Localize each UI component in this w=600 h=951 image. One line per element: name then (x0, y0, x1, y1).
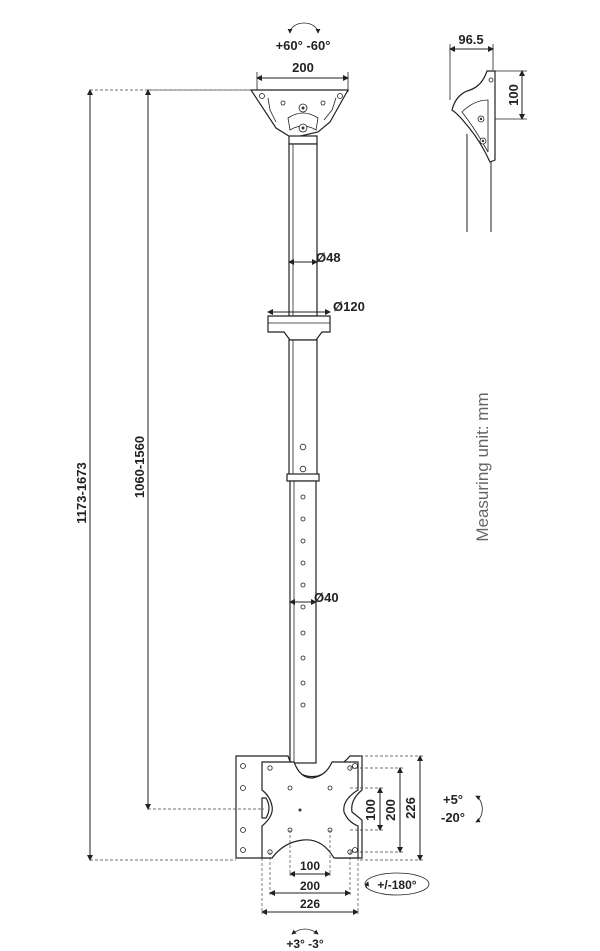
collar-diameter-label: Ø120 (333, 299, 365, 314)
swivel-indicator: +/-180° (364, 872, 430, 896)
lower-tube-diameter-label: Ø40 (314, 590, 339, 605)
tilt-indicator: +5° -20° (441, 792, 483, 825)
side-width-label: 96.5 (458, 32, 483, 47)
vesa-height-dimensions: 100 200 226 (350, 755, 424, 861)
ceiling-rotation-indicator: +60° -60° (276, 22, 331, 53)
tilt-down-label: -20° (441, 810, 465, 825)
vesa-width-dimensions: 100 200 226 (261, 830, 359, 915)
vesa-width-100-label: 100 (300, 859, 320, 873)
measuring-unit-label: Measuring unit: mm (473, 392, 492, 541)
lower-tube: Ø40 (289, 480, 339, 764)
level-label: +3° -3° (286, 937, 323, 951)
side-view: 96.5 100 (449, 32, 527, 232)
vesa-height-200-label: 200 (383, 799, 398, 821)
lower-tube-holes (300, 494, 306, 708)
upper-tube-diameter-label: Ø48 (316, 250, 341, 265)
ceiling-bracket (249, 89, 350, 145)
ceiling-plate-width-label: 200 (292, 60, 314, 75)
collar: Ø120 (267, 299, 365, 341)
upper-tube: Ø48 (288, 143, 341, 317)
pole-height-label: 1060-1560 (132, 436, 147, 498)
vesa-plate (235, 755, 363, 859)
side-height-label: 100 (506, 84, 521, 106)
middle-tube (286, 339, 320, 482)
vesa-width-226-label: 226 (300, 897, 320, 911)
vesa-height-226-label: 226 (403, 797, 418, 819)
tilt-up-label: +5° (443, 792, 463, 807)
vesa-height-100-label: 100 (363, 799, 378, 821)
total-height-label: 1173-1673 (74, 462, 89, 523)
swivel-label: +/-180° (377, 878, 416, 892)
pole-height-dimension: 1060-1560 (132, 89, 264, 810)
ceiling-plate-width-dimension: 200 (256, 60, 349, 92)
level-indicator: +3° -3° (286, 928, 324, 951)
vesa-width-200-label: 200 (300, 879, 320, 893)
ceiling-rotation-label: +60° -60° (276, 38, 331, 53)
total-height-dimension: 1173-1673 (74, 89, 251, 861)
